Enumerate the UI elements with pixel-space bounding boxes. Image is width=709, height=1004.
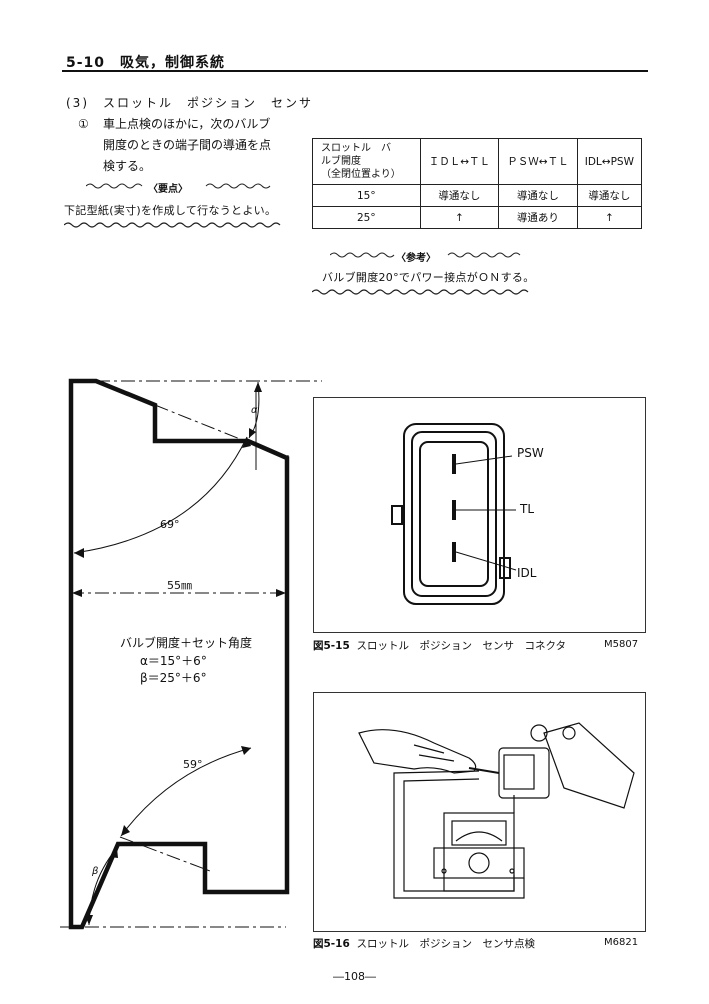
header-rule — [62, 70, 648, 72]
table-header-idl-psw: IDL↔PSW — [576, 138, 643, 185]
item-number: ① — [78, 117, 89, 131]
table-cell: ↑ — [576, 206, 643, 229]
section-title: (3) スロットル ポジション センサ — [66, 96, 313, 110]
point-text: 下記型紙(実寸)を作成して行なうとよい。 — [64, 204, 277, 217]
reference-label: 〈参考〉 — [396, 253, 436, 264]
table-row: 25° ↑ 導通あり ↑ — [312, 206, 643, 229]
table-row: 15° 導通なし 導通なし 導通なし — [312, 184, 643, 207]
inspection-drawing — [358, 722, 635, 899]
connector-drawing — [391, 423, 517, 605]
point-wave-top — [86, 183, 271, 189]
reference-text: バルブ開度20°でパワー接点がＯＮする。 — [322, 271, 535, 284]
figure-inspection-box — [313, 692, 646, 932]
figure1-caption-text: スロットル ポジション センサ コネクタ — [356, 640, 567, 652]
reference-wave-bottom — [312, 289, 529, 295]
table-cell: 導通なし — [419, 184, 500, 207]
template-title: バルブ開度＋セット角度 — [120, 636, 253, 650]
angle-59-label: 59° — [183, 758, 203, 771]
point-wave-bottom — [64, 222, 281, 228]
width-label: 55㎜ — [167, 579, 192, 592]
template-outline — [68, 378, 290, 930]
figure2-caption: 図5-16 スロットル ポジション センサ点検 — [313, 936, 535, 951]
label-tl: TL — [520, 502, 535, 516]
page-header-title: 5-10 吸気，制御系統 — [66, 55, 226, 71]
continuity-table: スロットル バ ルブ開度 （全閉位置より） ＩＤＬ↔ＴＬ ＰＳＷ↔ＴＬ IDL↔… — [312, 138, 643, 229]
beta-equation: β＝25°＋6° — [140, 671, 207, 685]
figure-connector-box — [313, 397, 646, 633]
table-cell: 15° — [312, 184, 421, 207]
alpha-equation: α＝15°＋6° — [140, 654, 207, 668]
page-number: ―108― — [333, 970, 376, 983]
item-line-1: 車上点検のほかに，次のバルブ — [103, 117, 271, 131]
figure2-caption-text: スロットル ポジション センサ点検 — [356, 938, 535, 950]
figure1-code: M5807 — [604, 639, 639, 650]
item-line-3: 検する。 — [103, 159, 152, 173]
figure1-caption-number: 図5-15 — [313, 640, 350, 652]
label-idl: IDL — [517, 566, 537, 580]
table-header-angle: スロットル バ ルブ開度 （全閉位置より） — [312, 138, 421, 185]
beta-label: β — [92, 866, 99, 877]
item-line-2: 開度のときの端子間の導通を点 — [103, 138, 272, 152]
figure2-caption-number: 図5-16 — [313, 938, 350, 950]
header-angle-line-1: スロットル バ — [321, 143, 391, 154]
alpha-label: α — [251, 405, 258, 416]
table-cell: 25° — [312, 206, 421, 229]
angle-69-label: 69° — [160, 518, 180, 531]
table-cell: 導通あり — [498, 206, 578, 229]
arrowheads — [72, 382, 286, 925]
label-psw: PSW — [517, 446, 544, 460]
item-paragraph: ① 車上点検のほかに，次のバルブ 開度のときの端子間の導通を点 検する。 — [78, 114, 288, 177]
figure2-code: M6821 — [604, 937, 639, 948]
header-angle-line-3: （全閉位置より） — [321, 169, 401, 180]
header-angle-line-2: ルブ開度 — [321, 156, 361, 167]
table-header-row: スロットル バ ルブ開度 （全閉位置より） ＩＤＬ↔ＴＬ ＰＳＷ↔ＴＬ IDL↔… — [312, 138, 643, 185]
figure1-caption: 図5-15 スロットル ポジション センサ コネクタ — [313, 638, 566, 653]
reference-wave-top — [330, 252, 521, 258]
point-label: 〈要点〉 — [148, 184, 188, 195]
